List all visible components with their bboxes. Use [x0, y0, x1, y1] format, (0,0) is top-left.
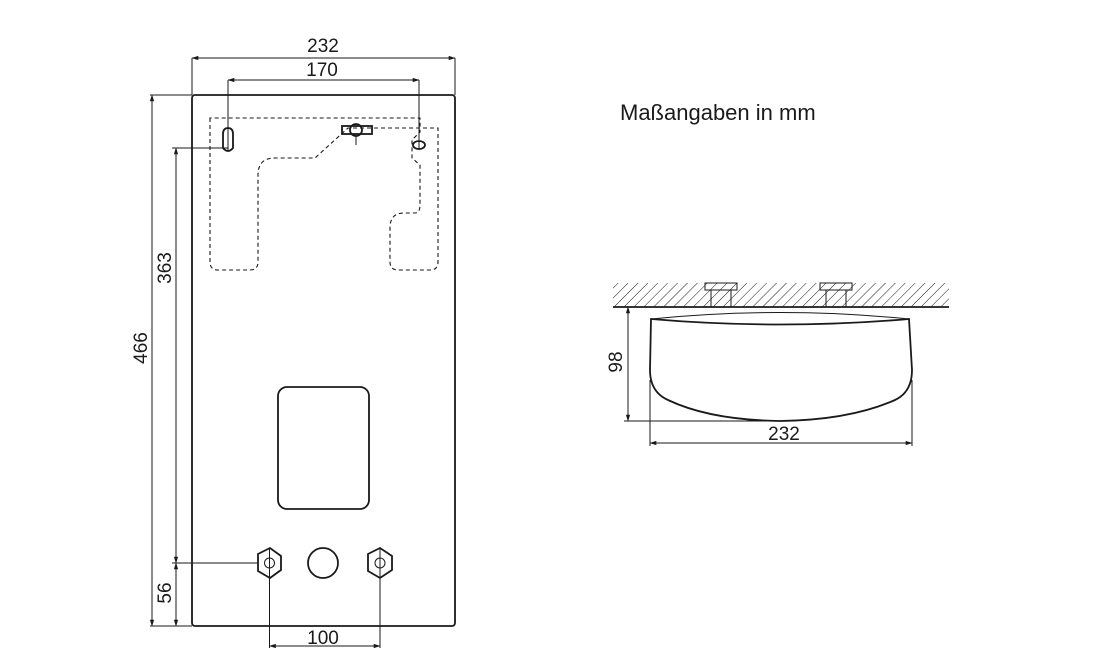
dimension-hole-height: 363 [155, 147, 228, 564]
dimension-pipe-height: 56 [155, 562, 258, 627]
housing-top-edge [650, 312, 910, 320]
front-view: 232 170 466 363 56 [131, 36, 456, 649]
dim-label-100: 100 [307, 628, 339, 649]
display-window [277, 386, 370, 510]
bracket-clip [341, 123, 373, 145]
wall-fitting-left [704, 282, 738, 308]
dim-label-363: 363 [155, 252, 176, 284]
dim-label-170: 170 [306, 60, 338, 81]
dimension-height-overall: 466 [131, 94, 192, 627]
wall-hatching [613, 283, 949, 307]
housing-profile [649, 318, 913, 422]
dimension-depth: 98 [606, 306, 780, 422]
side-view: 98 232 [606, 282, 949, 446]
dim-label-56: 56 [155, 582, 176, 603]
dim-label-98: 98 [606, 351, 627, 372]
mounting-bracket-outline [209, 117, 439, 271]
mounting-hole-left [222, 127, 234, 152]
dimension-pipe-spacing: 100 [268, 548, 381, 649]
dimension-side-width: 232 [649, 380, 913, 446]
appliance-body [191, 94, 456, 627]
dim-label-232-front: 232 [307, 36, 339, 57]
center-opening [307, 547, 339, 579]
dimension-hole-spacing: 170 [227, 60, 420, 150]
dimension-width-overall: 232 [191, 36, 456, 95]
dim-label-232-side: 232 [768, 424, 800, 445]
dim-label-466: 466 [131, 332, 152, 364]
units-note: Maßangaben in mm [620, 100, 816, 125]
wall-fitting-right [819, 282, 853, 308]
